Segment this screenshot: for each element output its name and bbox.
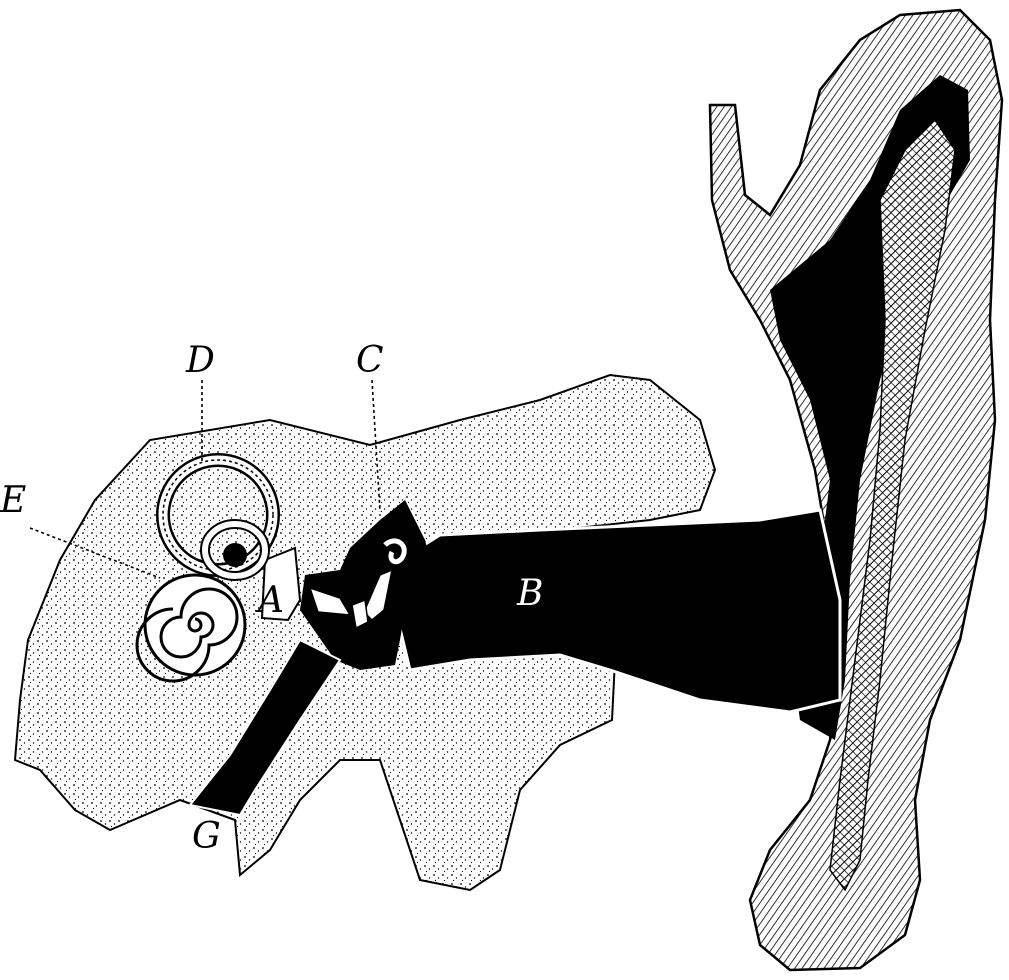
label-e: E [0,480,26,521]
vestibule [260,546,302,622]
label-c: C [356,340,384,381]
leader-lines [29,379,381,579]
external-auditory-canal [396,508,842,714]
label-d: D [185,340,215,381]
ampulla [223,543,247,567]
cochlea [135,573,247,683]
semicircular-canals [156,453,280,581]
helix-rim [829,118,956,892]
label-g: G [192,816,221,857]
label-b: B [516,573,543,614]
eustachian-tube [188,638,342,817]
label-a: A [255,580,284,621]
ossicles [308,538,407,630]
